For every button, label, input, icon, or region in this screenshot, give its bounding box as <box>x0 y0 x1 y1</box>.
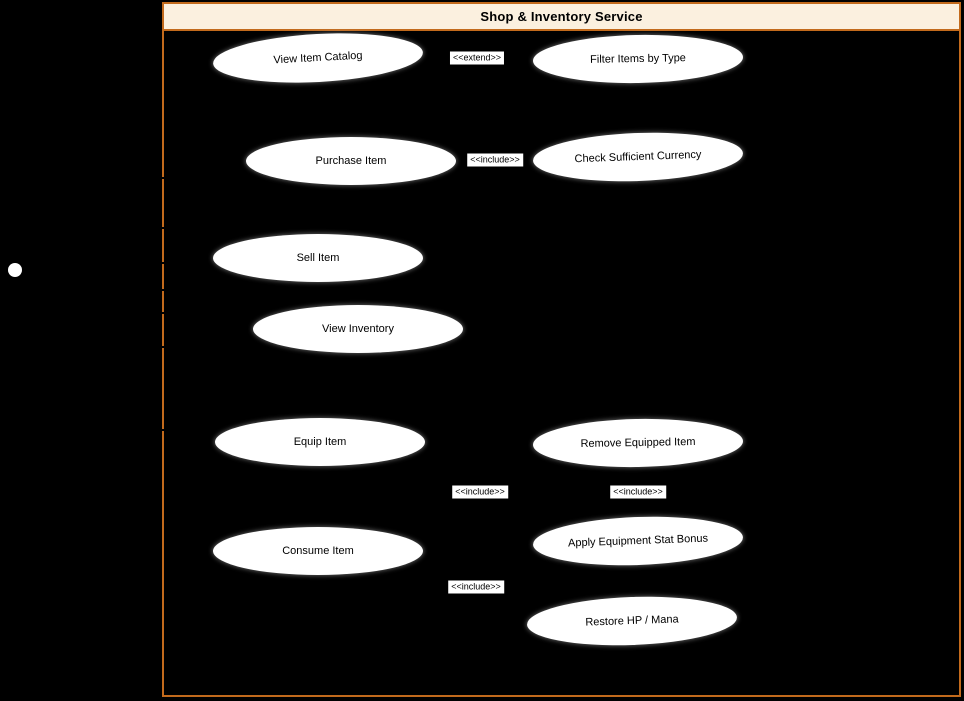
usecase-label: Consume Item <box>282 545 354 557</box>
usecase-label: Restore HP / Mana <box>585 613 679 629</box>
diagram-title-bar: Shop & Inventory Service <box>164 4 959 31</box>
usecase-label: View Item Catalog <box>273 49 363 67</box>
usecase-label: Remove Equipped Item <box>580 435 696 451</box>
usecase-label: View Inventory <box>322 323 394 335</box>
border-notch <box>161 346 165 348</box>
border-notch <box>161 289 165 291</box>
actor-head-icon <box>8 263 22 277</box>
usecase-label: Apply Equipment Stat Bonus <box>567 532 709 550</box>
usecase-consume-item: Consume Item <box>213 527 423 575</box>
stereotype-include-label: <<include>> <box>467 153 523 167</box>
usecase-label: Purchase Item <box>315 155 387 167</box>
usecase-label: Equip Item <box>293 436 347 448</box>
stereotype-include-label: <<include>> <box>452 485 508 499</box>
system-boundary: Shop & Inventory Service <box>162 2 961 697</box>
diagram-title: Shop & Inventory Service <box>480 9 643 24</box>
usecase-equip-item: Equip Item <box>215 418 425 466</box>
usecase-label: Sell Item <box>296 252 340 264</box>
stereotype-extend-label: <<extend>> <box>449 51 505 65</box>
usecase-purchase-item: Purchase Item <box>246 137 456 185</box>
border-notch <box>161 262 165 264</box>
stereotype-include-label: <<include>> <box>448 580 504 594</box>
border-notch <box>161 227 165 229</box>
usecase-label: Filter Items by Type <box>590 52 686 66</box>
usecase-view-inventory: View Inventory <box>253 305 463 353</box>
border-notch <box>161 429 165 431</box>
stereotype-include-label: <<include>> <box>610 485 666 499</box>
usecase-label: Check Sufficient Currency <box>574 148 702 166</box>
border-notch <box>161 312 165 314</box>
border-notch <box>161 177 165 179</box>
usecase-sell-item: Sell Item <box>213 234 423 282</box>
